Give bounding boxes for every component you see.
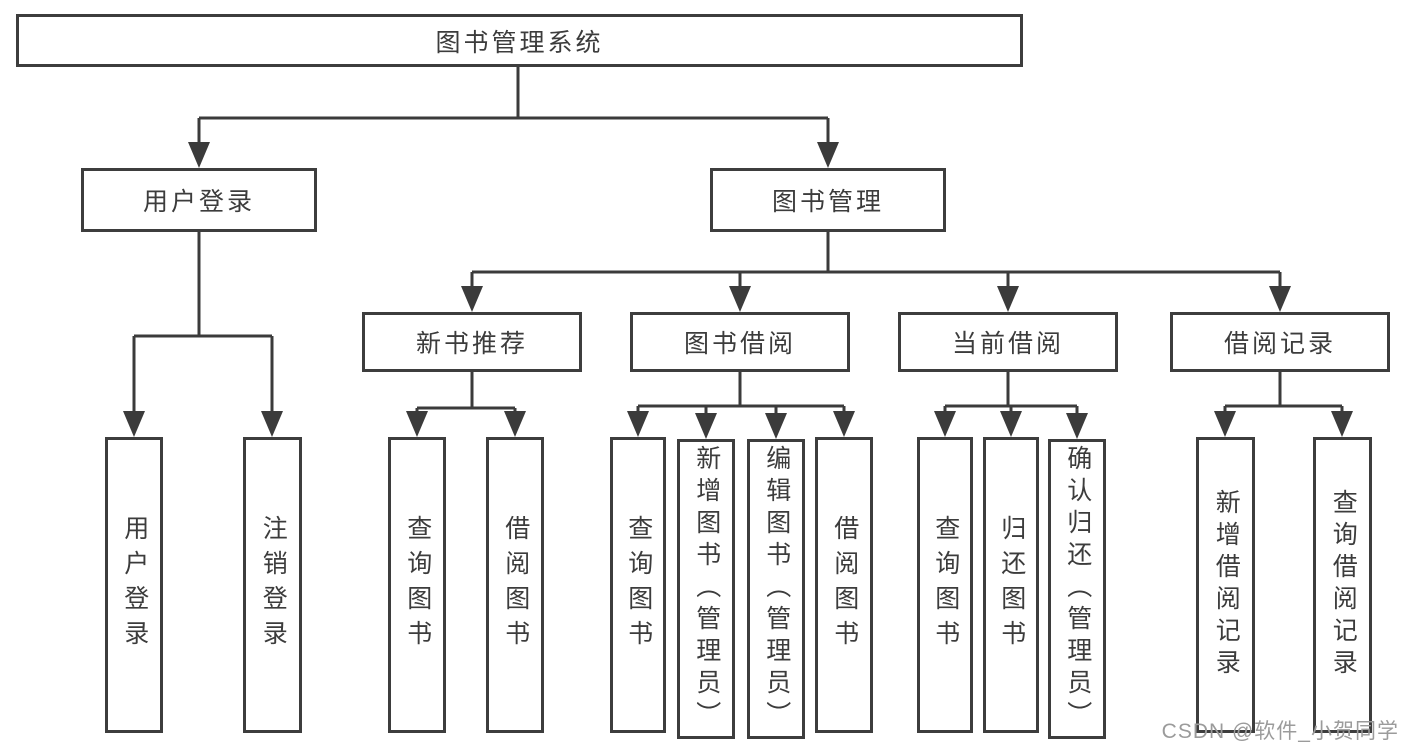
arrow-down-icon	[461, 286, 483, 312]
node-leaf-logout: 注销登录	[243, 437, 302, 733]
arrow-down-icon	[934, 411, 956, 437]
node-leaf-bb-query-books: 查询图书	[610, 437, 666, 733]
arrow-down-icon	[1000, 411, 1022, 437]
node-leaf-logout-label: 注销登录	[259, 515, 288, 655]
arrowheads	[123, 142, 1353, 439]
arrow-down-icon	[729, 286, 751, 312]
arrow-down-icon	[833, 411, 855, 437]
arrow-down-icon	[1269, 286, 1291, 312]
node-leaf-cb-query-books: 查询图书	[917, 437, 973, 733]
node-book-borrow: 图书借阅	[630, 312, 850, 372]
arrow-down-icon	[1331, 411, 1353, 437]
node-leaf-nb-query-books: 查询图书	[388, 437, 446, 733]
node-leaf-cb-return-books-label: 归还图书	[997, 515, 1026, 655]
arrow-down-icon	[261, 411, 283, 437]
arrow-down-icon	[695, 413, 717, 439]
node-leaf-bb-borrow-books: 借阅图书	[815, 437, 873, 733]
arrow-down-icon	[188, 142, 210, 168]
node-leaf-user-login: 用户登录	[105, 437, 163, 733]
node-leaf-br-query-record-label: 查询借阅记录	[1329, 489, 1358, 681]
node-leaf-cb-confirm-return-admin: 确认归还（管理员）	[1048, 439, 1106, 739]
arrow-down-icon	[1066, 413, 1088, 439]
arrow-down-icon	[765, 413, 787, 439]
node-leaf-br-add-record-label: 新增借阅记录	[1212, 489, 1241, 681]
node-leaf-bb-edit-books-admin: 编辑图书（管理员）	[747, 439, 805, 739]
node-leaf-br-query-record: 查询借阅记录	[1313, 437, 1372, 733]
node-leaf-bb-add-books-admin: 新增图书（管理员）	[677, 439, 735, 739]
arrow-down-icon	[817, 142, 839, 168]
node-new-book-rec-label: 新书推荐	[415, 330, 528, 358]
node-leaf-nb-query-books-label: 查询图书	[403, 515, 432, 655]
node-leaf-bb-add-books-admin-label: 新增图书（管理员）	[692, 445, 721, 733]
csdn-watermark: CSDN @软件_小贺同学	[1161, 720, 1399, 743]
node-leaf-cb-query-books-label: 查询图书	[931, 515, 960, 655]
node-leaf-bb-query-books-label: 查询图书	[624, 515, 653, 655]
node-book-mgmt: 图书管理	[710, 168, 946, 232]
arrow-down-icon	[504, 411, 526, 437]
node-new-book-rec: 新书推荐	[362, 312, 582, 372]
node-leaf-cb-return-books: 归还图书	[983, 437, 1039, 733]
node-current-borrow: 当前借阅	[898, 312, 1118, 372]
node-borrow-records-label: 借阅记录	[1223, 330, 1336, 358]
node-leaf-cb-confirm-return-admin-label: 确认归还（管理员）	[1063, 445, 1092, 733]
node-user-login: 用户登录	[81, 168, 317, 232]
arrow-down-icon	[406, 411, 428, 437]
node-root: 图书管理系统	[16, 14, 1023, 67]
arrow-down-icon	[997, 286, 1019, 312]
node-leaf-nb-borrow-books-label: 借阅图书	[501, 515, 530, 655]
node-book-mgmt-label: 图书管理	[771, 188, 884, 216]
node-leaf-bb-edit-books-admin-label: 编辑图书（管理员）	[762, 445, 791, 733]
arrow-down-icon	[627, 411, 649, 437]
node-current-borrow-label: 当前借阅	[951, 330, 1064, 358]
arrow-down-icon	[123, 411, 145, 437]
node-leaf-user-login-label: 用户登录	[120, 515, 149, 655]
node-borrow-records: 借阅记录	[1170, 312, 1390, 372]
node-leaf-br-add-record: 新增借阅记录	[1196, 437, 1255, 733]
node-leaf-bb-borrow-books-label: 借阅图书	[830, 515, 859, 655]
node-user-login-label: 用户登录	[142, 188, 255, 216]
node-leaf-nb-borrow-books: 借阅图书	[486, 437, 544, 733]
node-book-borrow-label: 图书借阅	[683, 330, 796, 358]
arrow-down-icon	[1214, 411, 1236, 437]
node-root-label: 图书管理系统	[435, 28, 604, 57]
